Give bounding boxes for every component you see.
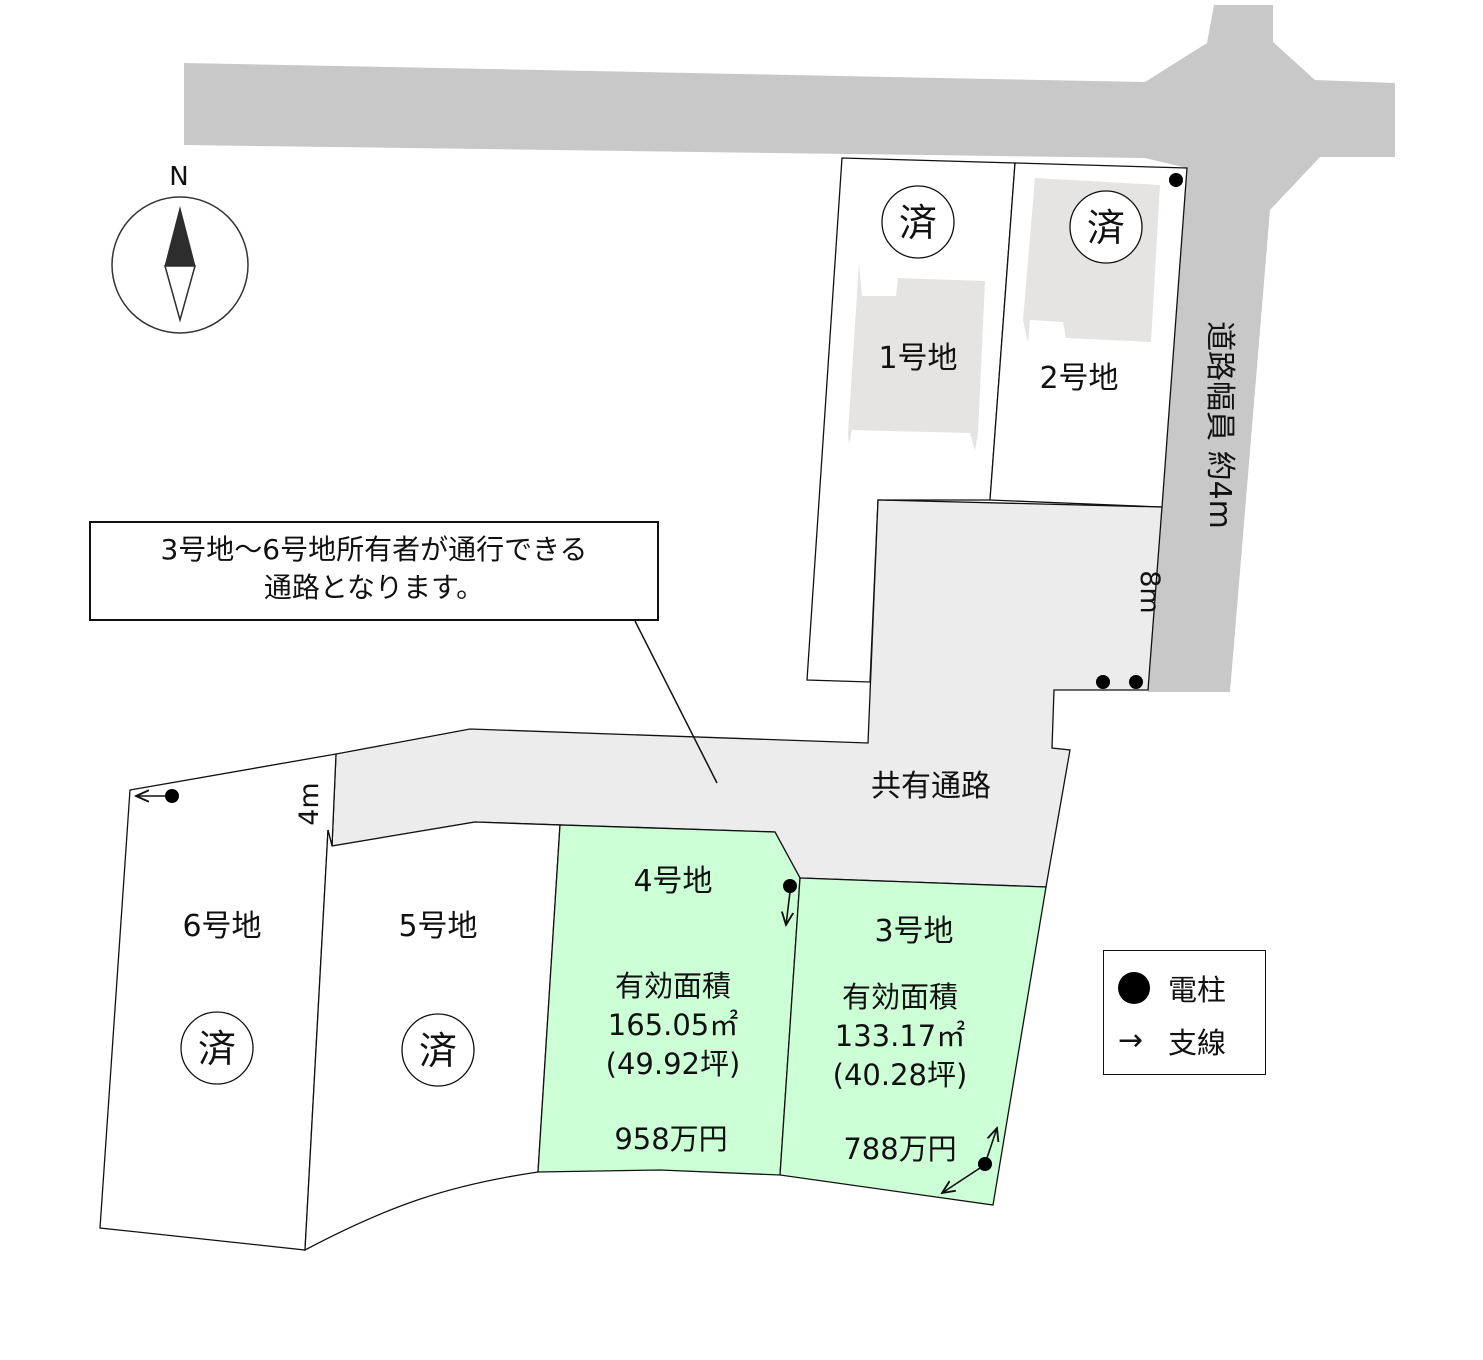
- road-width-label: 道路幅員 約4m: [1202, 321, 1237, 529]
- callout-line-2: 通路となります。: [263, 571, 485, 604]
- legend-pole-label: 電柱: [1168, 973, 1227, 1007]
- compass-needle-south: [164, 265, 196, 323]
- lot-3-label: 3号地: [874, 914, 953, 949]
- utility-pole: [165, 789, 179, 803]
- dimension-8m-label: 8m: [1134, 570, 1165, 613]
- utility-pole: [1129, 675, 1143, 689]
- shared-road-label: 共有通路: [871, 769, 991, 804]
- lot-4-area-title: 有効面積: [615, 969, 731, 1003]
- guy-wire-icon: →: [1118, 1023, 1144, 1058]
- utility-pole: [978, 1157, 992, 1171]
- lot-6-parcel[interactable]: [99, 753, 337, 1251]
- legend-row-guy-wire: → 支線: [1118, 1021, 1226, 1061]
- guy-wire-arrow: [942, 1167, 981, 1193]
- callout-leader-line: [634, 620, 718, 784]
- dimension-4m-label: 4m: [294, 782, 325, 825]
- sold-mark: 済: [899, 201, 937, 245]
- lot-3-area-m2: 133.17㎡: [835, 1019, 965, 1053]
- sold-mark: 済: [419, 1029, 457, 1073]
- lot-5-sold-badge: 済: [401, 1013, 475, 1087]
- lot-5-label: 5号地: [398, 909, 477, 944]
- lot-3-area-tsubo: (40.28坪): [833, 1058, 968, 1092]
- lot-1-building: [848, 263, 985, 451]
- utility-pole: [1169, 173, 1183, 187]
- lot-1-label: 1号地: [878, 341, 957, 376]
- lot-4-label: 4号地: [633, 864, 712, 899]
- lot-4-area-tsubo: (49.92坪): [606, 1047, 741, 1081]
- lot-2-label: 2号地: [1039, 361, 1118, 396]
- lot-3-price: 788万円: [843, 1132, 956, 1166]
- lot-1-sold-badge: 済: [881, 185, 955, 259]
- callout-line-1: 3号地～6号地所有者が通行できる: [160, 533, 588, 566]
- sold-mark: 済: [198, 1027, 236, 1071]
- legend-row-pole: 電柱: [1118, 968, 1226, 1008]
- lot-4-area-m2: 165.05㎡: [608, 1008, 738, 1042]
- compass: N: [111, 162, 249, 334]
- sold-mark: 済: [1087, 206, 1125, 250]
- guy-wire-arrow: [786, 891, 790, 925]
- public-road: [184, 5, 1395, 692]
- guy-wire-arrow: [986, 1128, 997, 1159]
- legend: 電柱 → 支線: [1103, 950, 1266, 1075]
- pole-icon: [1118, 972, 1150, 1004]
- utility-pole: [783, 879, 797, 893]
- compass-north-label: N: [169, 162, 188, 192]
- lot-2-sold-badge: 済: [1069, 190, 1143, 264]
- utility-pole: [1096, 675, 1110, 689]
- lot-6-sold-badge: 済: [180, 1011, 254, 1085]
- lot-6-label: 6号地: [182, 909, 261, 944]
- callout-box: 3号地～6号地所有者が通行できる 通路となります。: [89, 521, 659, 621]
- lot-3-parcel[interactable]: [779, 877, 1047, 1206]
- legend-guy-wire-label: 支線: [1168, 1026, 1227, 1060]
- lot-3-area-title: 有効面積: [842, 980, 958, 1014]
- lot-4-price: 958万円: [614, 1122, 727, 1156]
